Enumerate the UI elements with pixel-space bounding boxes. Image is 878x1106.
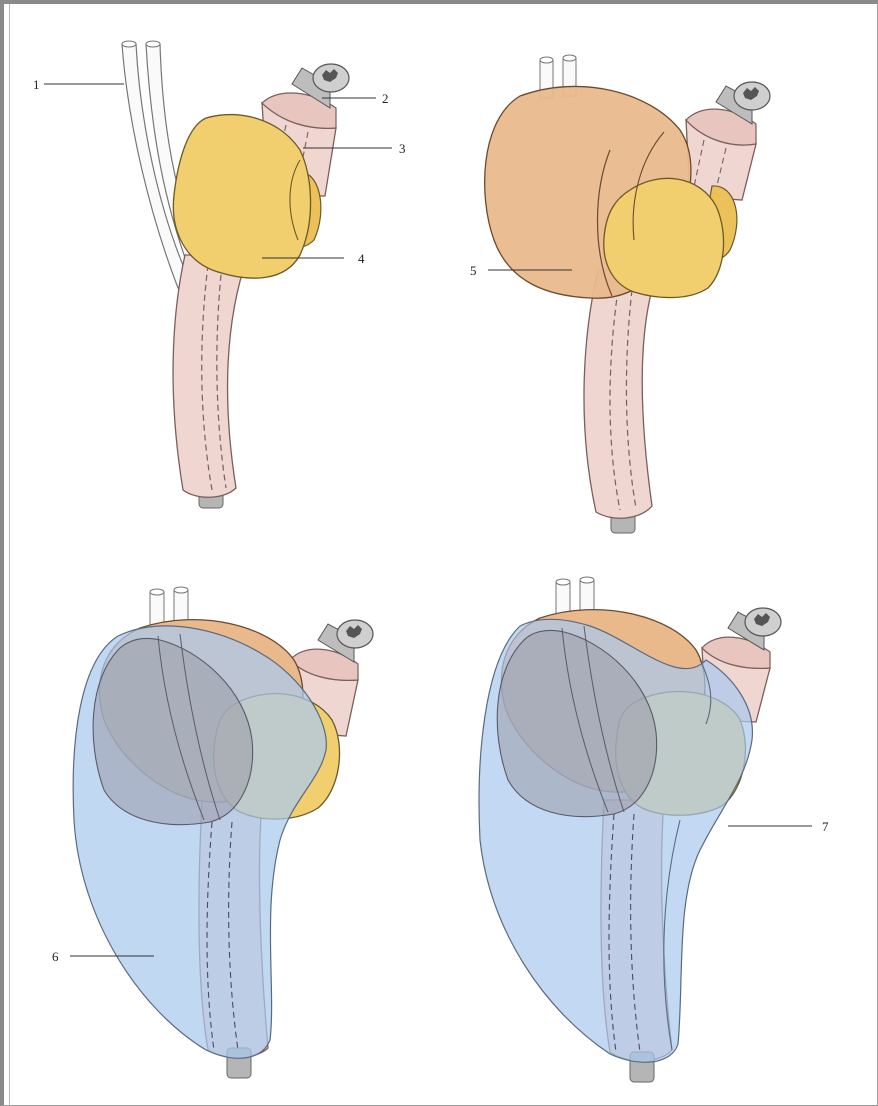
panel-4: 7 [479, 577, 829, 1082]
label-7: 7 [822, 819, 829, 834]
label-3: 3 [399, 141, 406, 156]
label-4: 4 [358, 251, 365, 266]
label-5: 5 [470, 263, 477, 278]
label-1: 1 [33, 77, 40, 92]
panel-3: 6 [52, 587, 373, 1078]
leader-1: 1 [33, 77, 124, 92]
panel-2: 5 [470, 55, 770, 533]
catheter-shaft [584, 270, 658, 533]
blue-balloon [73, 626, 326, 1058]
label-6: 6 [52, 949, 59, 964]
catheter-shaft [173, 255, 248, 508]
label-2: 2 [382, 91, 389, 106]
panel-1: 1 2 3 4 [33, 41, 406, 508]
leader-2: 2 [322, 91, 389, 106]
leader-7: 7 [728, 819, 829, 834]
upper-tube [686, 82, 770, 200]
